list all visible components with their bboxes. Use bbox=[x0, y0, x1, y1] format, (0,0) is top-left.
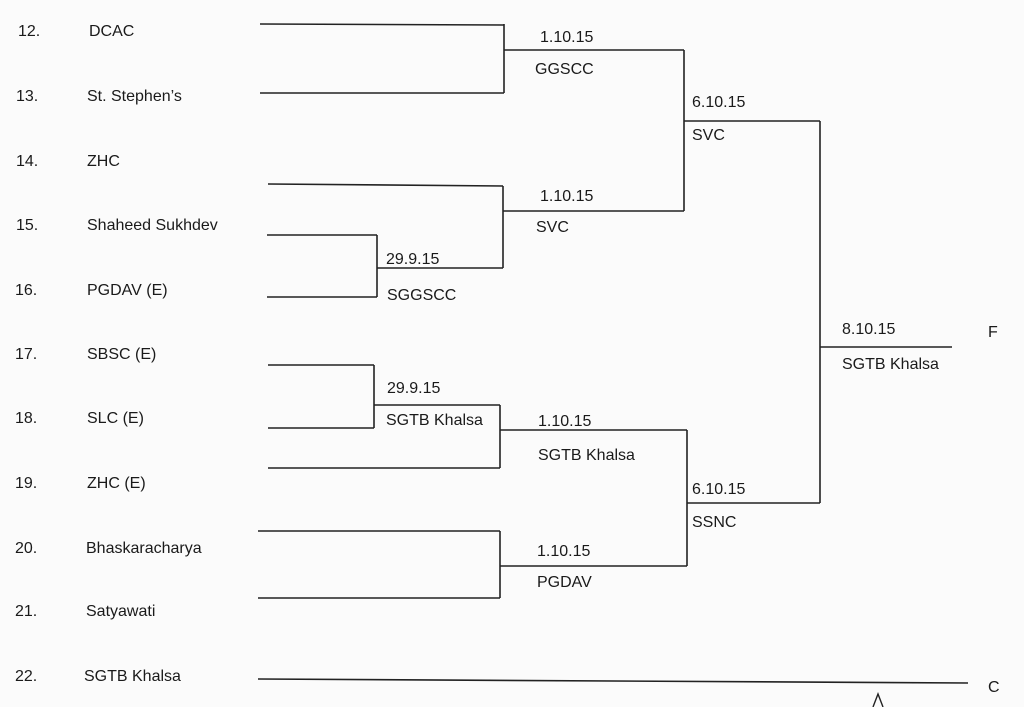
team-name: SBSC (E) bbox=[87, 346, 157, 363]
team-number: 21. bbox=[15, 603, 38, 620]
team-name: SLC (E) bbox=[87, 410, 144, 427]
c-marker: C bbox=[988, 679, 1000, 696]
team-name: PGDAV (E) bbox=[87, 282, 168, 299]
match-date: 29.9.15 bbox=[387, 380, 441, 397]
team-number: 14. bbox=[16, 153, 39, 170]
match-winner: SGGSCC bbox=[387, 287, 457, 304]
final-marker: F bbox=[988, 324, 998, 341]
team-name: ZHC bbox=[87, 153, 120, 170]
match-date: 1.10.15 bbox=[538, 413, 592, 430]
match-winner: GGSCC bbox=[535, 61, 594, 78]
match-winner: SSNC bbox=[692, 514, 737, 531]
caret-mark bbox=[872, 692, 884, 707]
team-number: 16. bbox=[15, 282, 38, 299]
match-date: 6.10.15 bbox=[692, 481, 746, 498]
match-date: 1.10.15 bbox=[540, 29, 594, 46]
team-name: DCAC bbox=[89, 23, 135, 40]
match-winner: PGDAV bbox=[537, 574, 592, 591]
team-number: 19. bbox=[15, 475, 38, 492]
team-number: 17. bbox=[15, 346, 38, 363]
team-number: 18. bbox=[15, 410, 38, 427]
team-name: ZHC (E) bbox=[87, 475, 146, 492]
match-date: 1.10.15 bbox=[540, 188, 594, 205]
team-number: 22. bbox=[15, 668, 38, 685]
final-date: 8.10.15 bbox=[842, 321, 896, 338]
match-date: 6.10.15 bbox=[692, 94, 746, 111]
match-winner: SGTB Khalsa bbox=[386, 412, 483, 429]
final-winner: SGTB Khalsa bbox=[842, 356, 939, 373]
match-winner: SGTB Khalsa bbox=[538, 447, 635, 464]
team-name: St. Stephen’s bbox=[87, 88, 182, 105]
team-number: 13. bbox=[16, 88, 39, 105]
match-date: 1.10.15 bbox=[537, 543, 591, 560]
team-name: Shaheed Sukhdev bbox=[87, 217, 218, 234]
team-number: 15. bbox=[16, 217, 39, 234]
team-number: 12. bbox=[18, 23, 41, 40]
match-winner: SVC bbox=[692, 127, 725, 144]
match-winner: SVC bbox=[536, 219, 569, 236]
team-number: 20. bbox=[15, 540, 38, 557]
match-date: 29.9.15 bbox=[386, 251, 440, 268]
team-name: Bhaskaracharya bbox=[86, 540, 202, 557]
team-name: Satyawati bbox=[86, 603, 156, 620]
team-name: SGTB Khalsa bbox=[84, 668, 181, 685]
